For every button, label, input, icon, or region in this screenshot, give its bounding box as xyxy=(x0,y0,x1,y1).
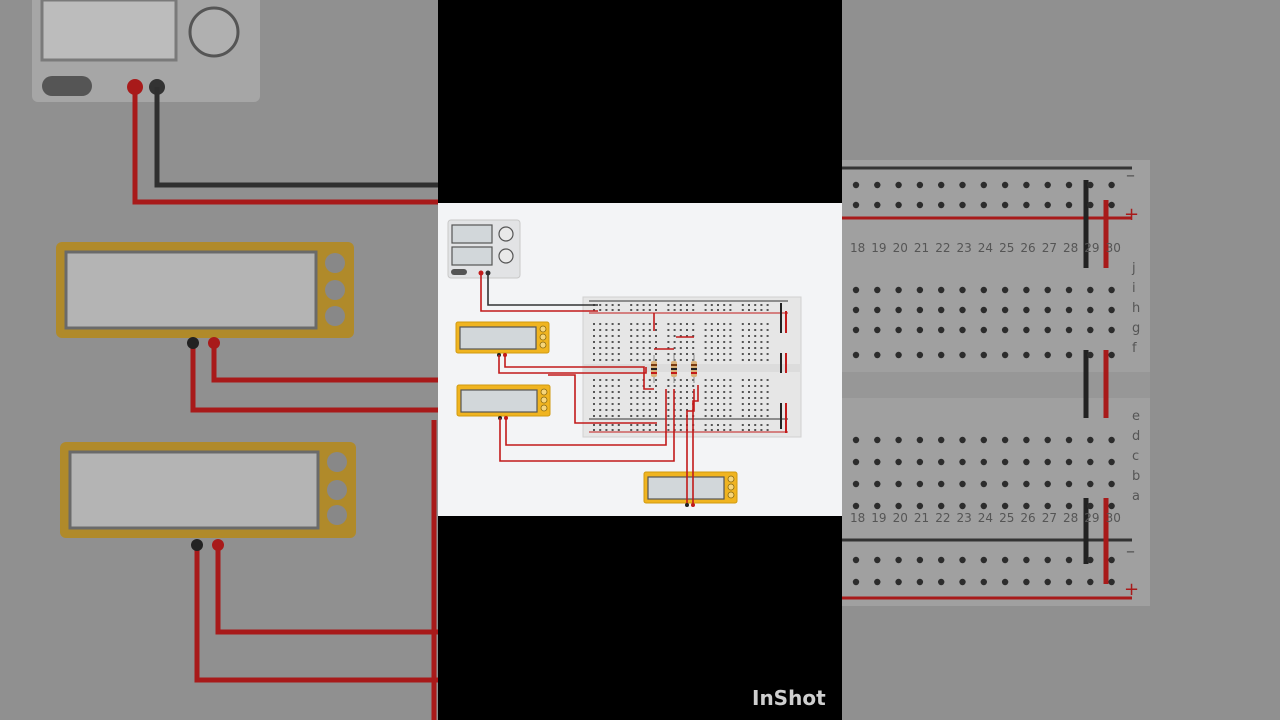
column-number: 24 xyxy=(978,511,993,525)
column-number: 26 xyxy=(1020,241,1035,255)
wire-meter3-b[interactable] xyxy=(692,385,699,503)
rail-plus-label-bottom: + xyxy=(1124,579,1139,600)
video-frame xyxy=(438,0,842,720)
column-number: 19 xyxy=(871,511,886,525)
row-letter: j xyxy=(1131,261,1136,276)
multimeter-3[interactable] xyxy=(643,471,738,507)
meter-2-display xyxy=(460,389,538,413)
current-knob[interactable] xyxy=(498,248,514,264)
multimeter-2[interactable] xyxy=(456,384,551,420)
rail-minus-label: – xyxy=(1126,165,1135,186)
column-number: 18 xyxy=(850,511,865,525)
inshot-watermark: InShot xyxy=(752,686,826,710)
row-letter: d xyxy=(1132,429,1140,444)
column-number: 28 xyxy=(1063,241,1078,255)
watermark-text: InShot xyxy=(752,686,826,710)
wire-meter2-b[interactable] xyxy=(505,389,667,446)
column-number: 20 xyxy=(893,241,908,255)
meter-1-display xyxy=(459,326,537,350)
row-letter: f xyxy=(1132,341,1137,356)
background-left-graphic xyxy=(0,0,438,720)
column-number: 22 xyxy=(935,511,950,525)
column-number: 21 xyxy=(914,511,929,525)
circuit-canvas xyxy=(438,203,842,516)
supply-display-1 xyxy=(451,224,493,244)
row-letter: b xyxy=(1132,469,1140,484)
column-number: 18 xyxy=(850,241,865,255)
column-number: 21 xyxy=(914,241,929,255)
row-letter: i xyxy=(1132,281,1136,296)
wire-meter-c[interactable] xyxy=(548,374,657,424)
column-number: 29 xyxy=(1084,241,1099,255)
meter-3-display xyxy=(647,476,725,500)
row-letter: a xyxy=(1132,489,1140,504)
wire-meter1-b[interactable] xyxy=(504,355,654,390)
background-zoom-left xyxy=(0,0,438,720)
column-number: 22 xyxy=(935,241,950,255)
circuit-graphic xyxy=(447,219,802,507)
supply-display-2 xyxy=(451,246,493,266)
resistor-r2[interactable] xyxy=(671,355,677,383)
wire-meter1-a[interactable] xyxy=(498,355,647,374)
column-number: 29 xyxy=(1084,511,1099,525)
column-number: 24 xyxy=(978,241,993,255)
column-number: 23 xyxy=(957,241,972,255)
column-number: 23 xyxy=(957,511,972,525)
wire-meter2-a[interactable] xyxy=(499,389,675,462)
column-number: 27 xyxy=(1042,511,1057,525)
row-letter: c xyxy=(1132,449,1139,464)
wire-meter3-a[interactable] xyxy=(686,389,695,503)
row-letter: e xyxy=(1132,409,1140,424)
column-number: 30 xyxy=(1106,241,1121,255)
column-number: 25 xyxy=(999,511,1014,525)
column-number: 30 xyxy=(1106,511,1121,525)
rail-minus-label-bottom: – xyxy=(1126,541,1135,562)
column-number: 26 xyxy=(1020,511,1035,525)
column-number: 20 xyxy=(893,511,908,525)
power-supply[interactable] xyxy=(447,219,521,279)
column-number: 28 xyxy=(1063,511,1078,525)
rail-plus-label: + xyxy=(1124,204,1139,225)
multimeter-1[interactable] xyxy=(455,321,550,357)
background-zoom-right: – + – + 18 19 20 21 22 23 24 25 26 27 28 29 30 18 19 2… xyxy=(842,0,1280,720)
column-number: 19 xyxy=(871,241,886,255)
wire-red-supply[interactable] xyxy=(480,273,598,312)
voltage-knob[interactable] xyxy=(498,226,514,242)
column-number: 25 xyxy=(999,241,1014,255)
resistor-r3[interactable] xyxy=(691,355,697,383)
resistor-r1[interactable] xyxy=(651,355,657,383)
background-right-graphic: – + – + 18 19 20 21 22 23 24 25 26 27 28 29 30 18 19 2… xyxy=(842,0,1280,720)
row-letter: g xyxy=(1132,321,1140,336)
row-letter: h xyxy=(1132,301,1140,316)
column-number: 27 xyxy=(1042,241,1057,255)
power-toggle-button[interactable] xyxy=(451,269,467,275)
wire-black-supply[interactable] xyxy=(487,273,598,306)
